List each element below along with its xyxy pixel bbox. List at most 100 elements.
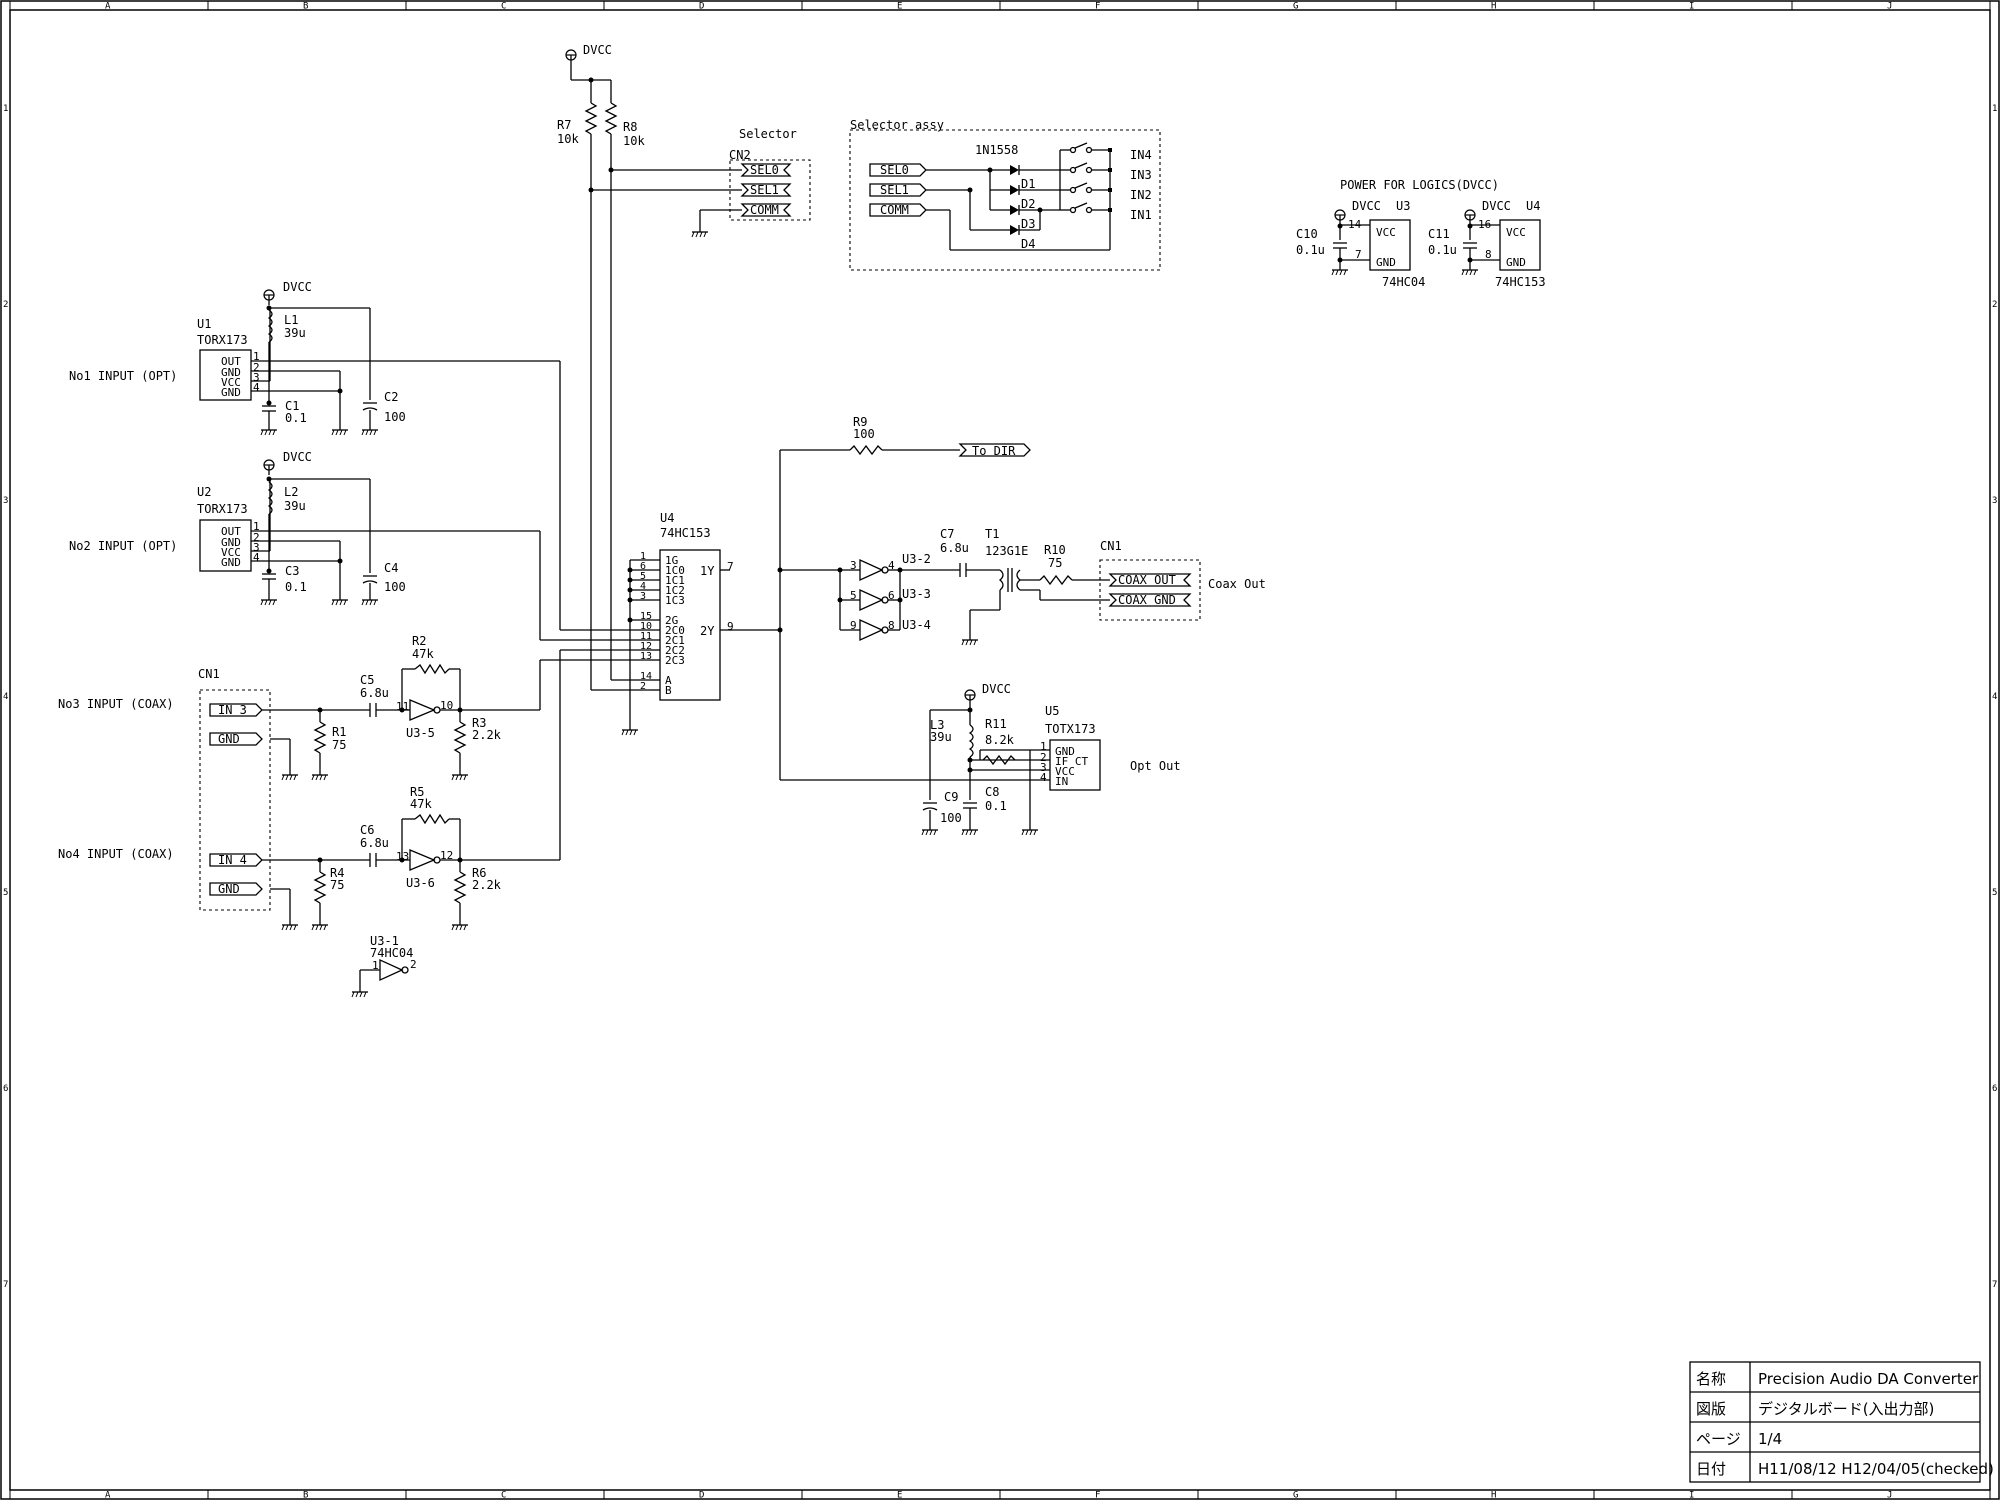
svg-text:U3-5: U3-5 xyxy=(406,726,435,740)
u4-pin-number: 2 xyxy=(640,681,646,692)
svg-text:COAX OUT: COAX OUT xyxy=(1118,573,1176,587)
svg-text:SEL1: SEL1 xyxy=(880,183,909,197)
svg-text:DVCC: DVCC xyxy=(283,450,312,464)
u1-receiver: No1 INPUT (OPT) U1 TORX173 OUT GND VCC G… xyxy=(69,280,560,436)
svg-text:C3: C3 xyxy=(285,564,299,578)
svg-text:VCC: VCC xyxy=(1376,226,1396,239)
svg-text:R9: R9 xyxy=(853,415,867,429)
no4-input-label: No4 INPUT (COAX) xyxy=(58,847,174,861)
title-block: 名称 Precision Audio DA Converter 図版 デジタルボ… xyxy=(1689,1361,1994,1483)
svg-text:100: 100 xyxy=(940,811,962,825)
no1-input-label: No1 INPUT (OPT) xyxy=(69,369,177,383)
svg-text:C6: C6 xyxy=(360,823,374,837)
selector-assy: Selector assy 1N1558 SEL0 SEL1 COMM D1 D… xyxy=(849,118,1161,271)
row-label: 6 xyxy=(1992,1084,1997,1094)
u4-pin-label: 1C0 xyxy=(665,564,685,577)
column-label: B xyxy=(303,1491,308,1500)
svg-text:0.1u: 0.1u xyxy=(1428,243,1457,257)
svg-text:75: 75 xyxy=(330,878,344,892)
no2-input-label: No2 INPUT (OPT) xyxy=(69,539,177,553)
title-drawing-label: 図版 xyxy=(1696,1400,1726,1418)
u4-pin-label: 2C1 xyxy=(665,634,685,647)
svg-text:100: 100 xyxy=(384,410,406,424)
column-label: J xyxy=(1887,2,1892,12)
svg-text:C2: C2 xyxy=(384,390,398,404)
svg-text:R7: R7 xyxy=(557,118,571,132)
svg-text:10k: 10k xyxy=(557,132,579,146)
svg-text:2Y: 2Y xyxy=(700,624,715,638)
u2-part: TORX173 xyxy=(197,502,248,516)
column-label: I xyxy=(1689,2,1694,12)
svg-text:C1: C1 xyxy=(285,399,299,413)
svg-text:12: 12 xyxy=(440,849,453,862)
column-label: E xyxy=(897,1491,902,1500)
svg-text:U3-6: U3-6 xyxy=(406,876,435,890)
row-label: 7 xyxy=(1992,1280,1997,1290)
u4-pin-label: 1G xyxy=(665,554,678,567)
svg-text:Coax Out: Coax Out xyxy=(1208,577,1266,591)
svg-text:U5: U5 xyxy=(1045,704,1059,718)
u2-receiver: No2 INPUT (OPT) U2 TORX173 OUT GND VCC G… xyxy=(69,450,540,606)
svg-text:VCC: VCC xyxy=(221,376,241,389)
svg-text:IN 3: IN 3 xyxy=(218,703,247,717)
row-label: 3 xyxy=(1992,496,1997,506)
column-label: D xyxy=(699,2,704,12)
svg-text:R5: R5 xyxy=(410,785,424,799)
column-label: E xyxy=(897,2,902,12)
svg-text:0.1: 0.1 xyxy=(285,411,307,425)
u4-pin-label: 1C2 xyxy=(665,584,685,597)
u1-part: TORX173 xyxy=(197,333,248,347)
svg-text:39u: 39u xyxy=(284,499,306,513)
selector-cn2: Selector CN2 SEL0 SEL1 COMM xyxy=(691,127,811,238)
row-label: 1 xyxy=(3,104,8,114)
svg-text:GND: GND xyxy=(218,882,240,896)
svg-text:R3: R3 xyxy=(472,716,486,730)
svg-text:1: 1 xyxy=(372,959,379,972)
svg-text:C5: C5 xyxy=(360,673,374,687)
svg-text:74HC04: 74HC04 xyxy=(370,946,413,960)
svg-text:2: 2 xyxy=(410,958,417,971)
u4-pin-number: 1 xyxy=(640,551,646,562)
svg-text:GND: GND xyxy=(221,366,241,379)
svg-text:GND: GND xyxy=(218,732,240,746)
u4-pin-number: 11 xyxy=(640,631,652,642)
svg-text:4: 4 xyxy=(253,381,260,394)
row-label: 7 xyxy=(3,1280,8,1290)
svg-text:4: 4 xyxy=(1040,771,1047,784)
svg-text:U3-3: U3-3 xyxy=(902,587,931,601)
u4-pin-number: 14 xyxy=(640,671,652,682)
svg-text:IN 4: IN 4 xyxy=(218,853,247,867)
svg-text:3: 3 xyxy=(1040,761,1047,774)
row-label: 5 xyxy=(3,888,8,898)
column-label: G xyxy=(1293,1491,1298,1500)
row-label: 5 xyxy=(1992,888,1997,898)
u4-pin-label: 2C0 xyxy=(665,624,685,637)
svg-text:OUT: OUT xyxy=(221,525,241,538)
column-label: F xyxy=(1095,1491,1100,1500)
title-page-value: 1/4 xyxy=(1758,1430,1782,1448)
svg-text:10k: 10k xyxy=(623,134,645,148)
column-label: H xyxy=(1491,1491,1496,1500)
svg-text:GND: GND xyxy=(221,536,241,549)
column-label: A xyxy=(105,1491,111,1500)
svg-text:VCC: VCC xyxy=(1055,765,1075,778)
svg-text:6: 6 xyxy=(888,589,895,602)
row-label: 3 xyxy=(3,496,8,506)
u4-pin-label: B xyxy=(665,684,672,697)
column-label: J xyxy=(1887,1491,1892,1500)
u2-ref: U2 xyxy=(197,485,211,499)
svg-text:C11: C11 xyxy=(1428,227,1450,241)
svg-text:U3-1: U3-1 xyxy=(370,934,399,948)
svg-text:C7: C7 xyxy=(940,527,954,541)
svg-text:8: 8 xyxy=(888,619,895,632)
u4-pin-label: 1C1 xyxy=(665,574,685,587)
svg-text:R2: R2 xyxy=(412,634,426,648)
svg-text:U4: U4 xyxy=(660,511,674,525)
svg-text:COAX GND: COAX GND xyxy=(1118,593,1176,607)
svg-text:6.8u: 6.8u xyxy=(940,541,969,555)
power-for-logics: POWER FOR LOGICS(DVCC) DVCC U3 C10 0.1u … xyxy=(1296,178,1546,289)
title-page-label: ページ xyxy=(1696,1430,1741,1448)
u4-pin-number: 15 xyxy=(640,611,652,622)
svg-text:CN1: CN1 xyxy=(1100,539,1122,553)
svg-text:IF CT: IF CT xyxy=(1055,755,1088,768)
